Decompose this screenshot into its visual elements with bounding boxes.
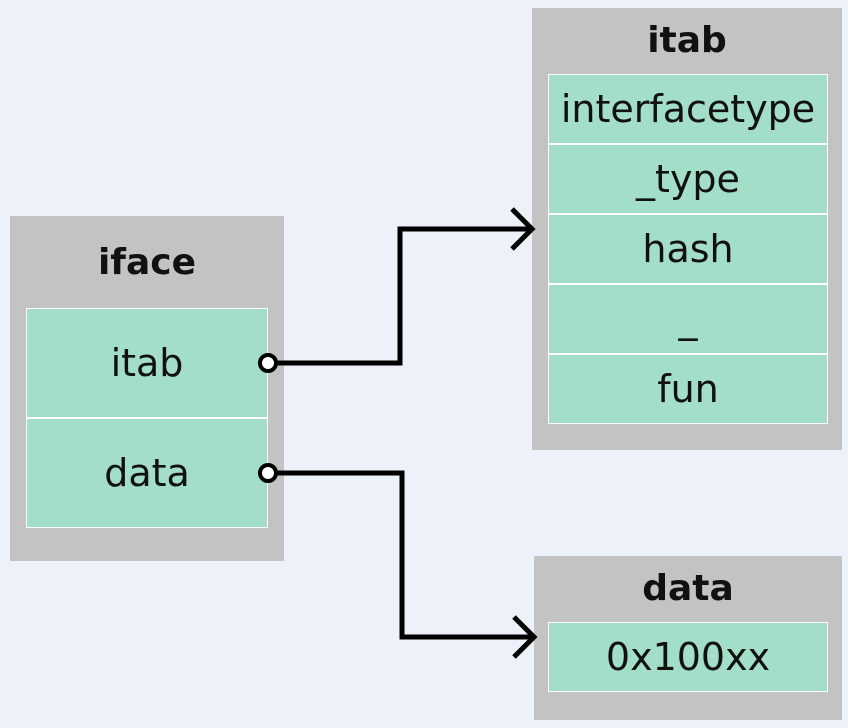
iface-struct-title: iface bbox=[97, 242, 197, 283]
itab-hash-field: hash bbox=[548, 214, 828, 284]
itab-interfacetype-field: interfacetype bbox=[548, 74, 828, 144]
data-struct-title: data bbox=[642, 568, 734, 609]
itab-type-field: _type bbox=[548, 144, 828, 214]
itab-fun-field: fun bbox=[548, 354, 828, 424]
itab-pointer-arrowhead bbox=[510, 207, 536, 251]
data-struct-box: data 0x100xx bbox=[534, 556, 842, 720]
data-value-field: 0x100xx bbox=[548, 622, 828, 692]
iface-struct-box: iface itab data bbox=[10, 216, 284, 561]
data-pointer-line bbox=[268, 470, 534, 640]
itab-struct-box: itab interfacetype _type hash _ fun bbox=[532, 8, 842, 450]
iface-itab-field: itab bbox=[26, 308, 268, 418]
iface-data-field: data bbox=[26, 418, 268, 528]
itab-pointer-origin bbox=[258, 353, 278, 373]
itab-struct-title: itab bbox=[647, 20, 727, 61]
data-pointer-origin bbox=[258, 463, 278, 483]
itab-padding-field: _ bbox=[548, 284, 828, 354]
data-pointer-arrowhead bbox=[512, 615, 538, 659]
itab-pointer-line bbox=[268, 226, 532, 366]
